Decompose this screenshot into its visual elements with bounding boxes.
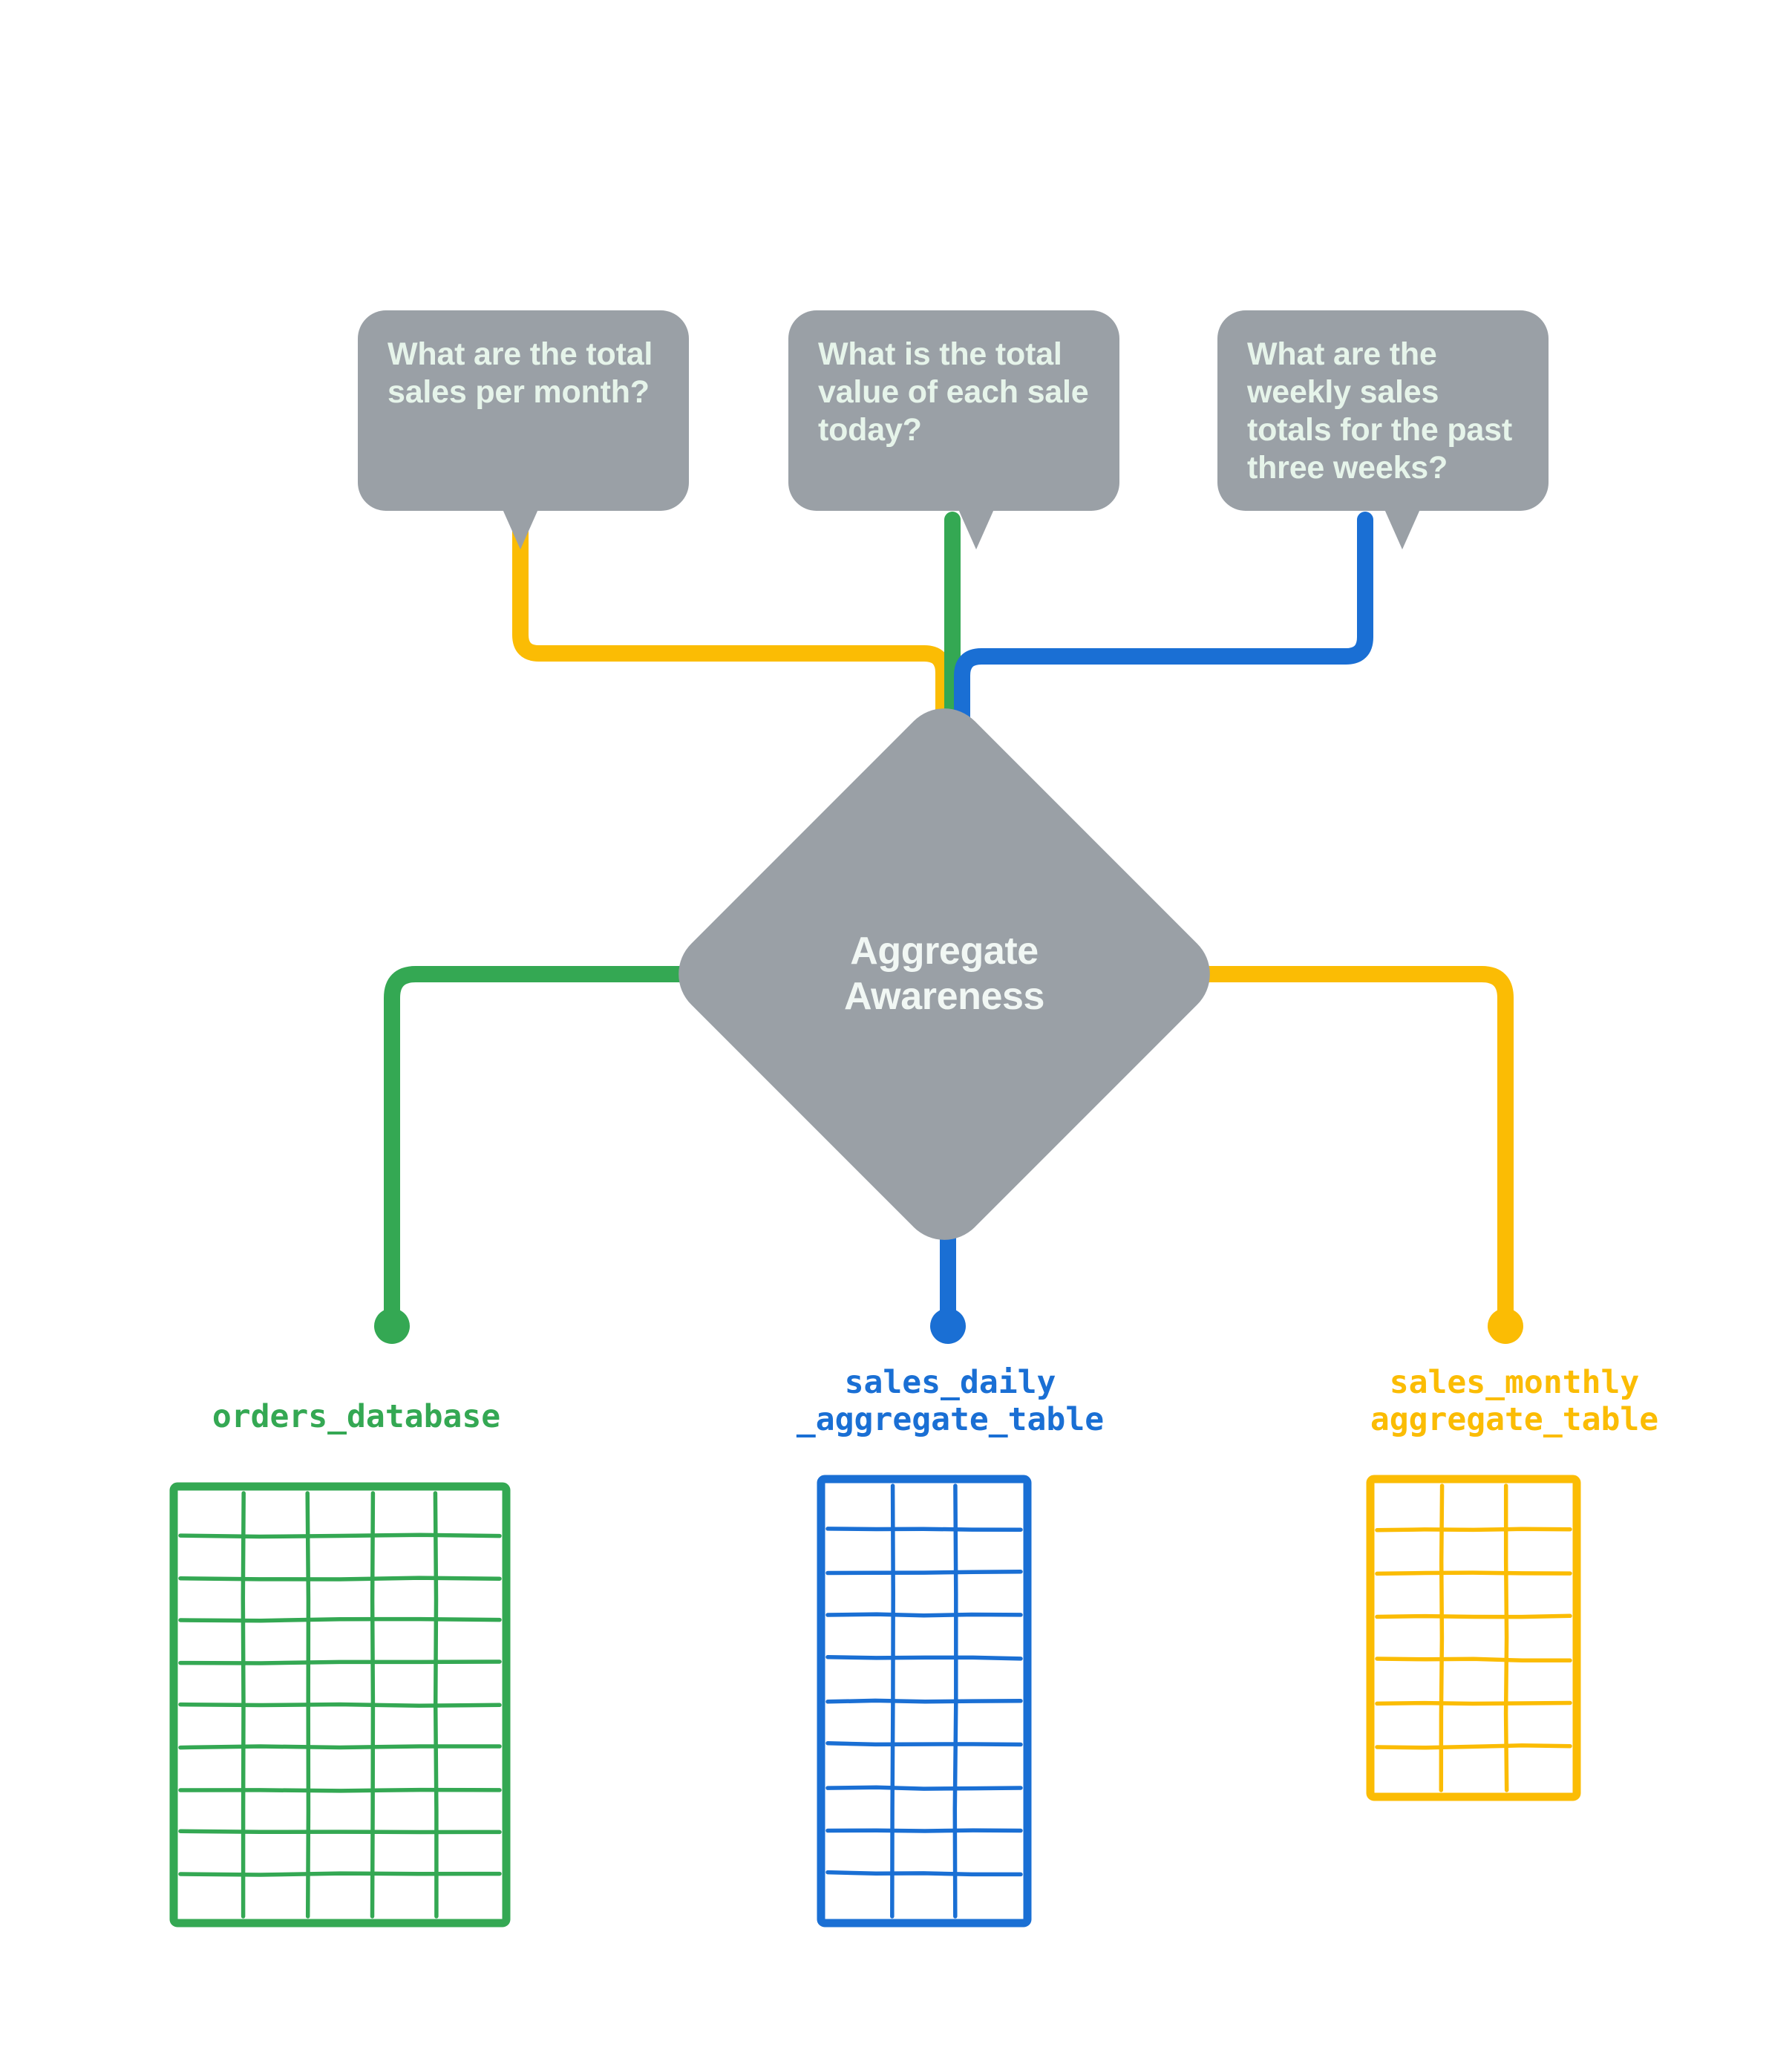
connector-monthly-question [512,512,952,785]
connector-monthly-source [1134,966,1514,1322]
table-grid-sales-daily-aggregate-table[interactable] [817,1475,1032,1928]
table-row-rule [178,1533,502,1539]
bubble-tail-icon [1384,509,1420,549]
table-column-rule [1439,1484,1445,1792]
question-bubble-weekly[interactable]: What are the weekly sales totals for the… [1217,310,1549,549]
table-row-rule [1375,1527,1572,1533]
table-row-rule [178,1829,502,1835]
question-bubble-daily-text: What is the total value of each sale tod… [818,336,1089,448]
aggregate-awareness-node[interactable]: Aggregate Awareness [661,691,1228,1258]
table-outer-border [169,1482,511,1928]
table-row-rule [1375,1657,1572,1663]
question-bubble-monthly[interactable]: What are the total sales per month? [358,310,689,549]
question-bubble-daily[interactable]: What is the total value of each sale tod… [788,310,1119,549]
aggregate-awareness-label: Aggregate Awareness [843,929,1045,1018]
table-row-rule [1375,1743,1572,1750]
endpoint-dot-monthly [1488,1308,1523,1344]
table-caption-sales-monthly-aggregate-table: sales_monthly aggregate_table [1370,1364,1659,1438]
table-caption-orders-database: orders_database [212,1398,501,1435]
table-outer-border [1366,1475,1581,1801]
table-row-rule [178,1576,502,1582]
table-grid-sales-monthly-aggregate-table[interactable] [1366,1475,1581,1801]
table-column-rule [1503,1484,1509,1792]
table-row-rule [178,1871,502,1877]
question-bubble-weekly-text: What are the weekly sales totals for the… [1247,336,1512,486]
table-row-rule [825,1740,1023,1747]
table-row-rule [178,1659,502,1665]
table-row-rule [825,1698,1023,1704]
table-grid-orders-database[interactable] [169,1482,511,1928]
connector-orders-source [384,966,755,1322]
table-row-rule [825,1785,1023,1791]
table-outer-border [817,1475,1032,1928]
table-row-rule [825,1828,1023,1833]
table-row-rule [825,1870,1023,1877]
bubble-tail-icon [958,509,994,549]
endpoint-dot-daily [930,1308,966,1344]
bubble-tail-icon [503,509,538,549]
table-row-rule [825,1654,1023,1661]
table-row-rule [825,1527,1023,1532]
table-row-rule [178,1616,502,1623]
table-row-rule [178,1744,502,1750]
table-row-rule [825,1612,1023,1618]
question-bubble-monthly-text: What are the total sales per month? [387,336,653,411]
table-row-rule [178,1702,502,1708]
table-row-rule [178,1787,502,1793]
table-caption-sales-daily-aggregate-table: sales_daily _aggregate_table [796,1364,1105,1438]
table-row-rule [1375,1700,1572,1706]
endpoint-dot-orders [374,1308,410,1344]
table-row-rule [825,1569,1023,1576]
connector-weekly-question [954,512,1373,785]
